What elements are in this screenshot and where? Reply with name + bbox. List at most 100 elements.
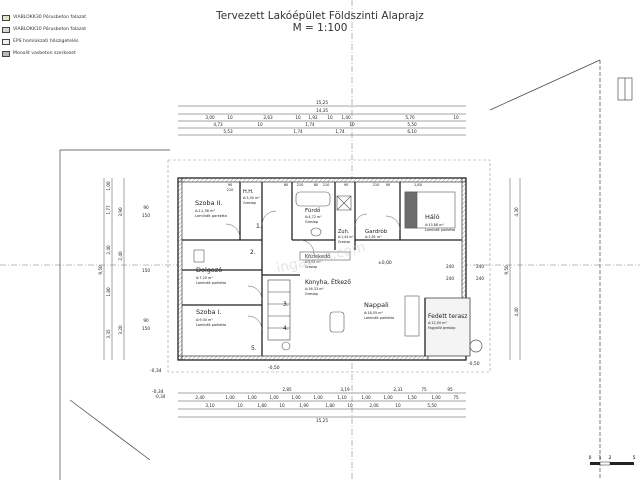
room-floor: Greslap — [305, 292, 318, 296]
room-floor: Greslap — [305, 265, 317, 269]
dim-left-part-1: 1,00 — [106, 181, 111, 191]
room-name: Konyha, Étkező — [305, 278, 351, 286]
dim-bottom-row3-4: 10 — [279, 403, 285, 408]
dim-bottom-row2-6: 1,00 — [313, 395, 323, 400]
legend-item-2: VIABLOKK10 Pórusbeton falazat — [2, 24, 86, 36]
dim-bottom-row2-8: 1,00 — [361, 395, 371, 400]
dim-bottom-row3-6: 1,80 — [325, 403, 335, 408]
desk-icon — [193, 249, 205, 263]
scale-bar: 0 1 2 5 — [589, 455, 636, 466]
room-hh: H.H. A:3,00 m² Greslap — [243, 189, 260, 205]
dim-left-part-4: 1,80 — [106, 287, 111, 297]
dim-left-mark-4: 90 — [143, 318, 149, 323]
wall-north — [177, 177, 467, 183]
door-gardrob-icon — [354, 213, 368, 227]
bathtub-icon — [295, 191, 331, 207]
stair-block — [267, 279, 291, 341]
stair-number-1: 1. — [256, 223, 262, 230]
dim-right-outer: 9,50 — [504, 265, 509, 275]
dim-top-row5-2: 1,74 — [293, 129, 303, 134]
room-name: H.H. — [243, 189, 254, 195]
dim-bottom-row1-5: 75 — [421, 387, 427, 392]
dim-bottom-row1-4: 2,31 — [393, 387, 403, 392]
dim-text-bottom: -0,34 2,85 3,19 2,31 75 95 2,40 1,00 1,0… — [155, 387, 459, 423]
room-gardrob: Gardrób A:2,81 m² — [365, 228, 388, 239]
scale-bar-seg-1 — [590, 462, 600, 465]
dim-top-total: 15,25 — [316, 100, 328, 105]
room-szoba-1: Szoba I. A:9,00 m² Laminált parketta — [196, 308, 226, 327]
dim-left-mark-2: 150 — [142, 213, 150, 218]
scale-bar-seg-2 — [599, 461, 611, 466]
room-name: Közlekedő — [305, 254, 330, 260]
room-floor: Laminált parketta — [195, 214, 227, 218]
dim-bottom-row3-5: 1,90 — [299, 403, 309, 408]
plan-title: Tervezett Lakóépület Földszinti Alaprajz — [216, 10, 424, 22]
room-area: A:4,72 m² — [305, 215, 322, 219]
dim-top-row3-4: 10 — [295, 115, 301, 120]
exterior-walls — [177, 177, 467, 361]
dim-bottom-row1-2: 2,85 — [282, 387, 292, 392]
dim-top-row4-3: 1,74 — [305, 122, 315, 127]
legend-item-3: EPS homlokzati hőszigetelés — [2, 36, 86, 48]
room-area: A:16,33 m² — [305, 287, 324, 291]
stair-number-2: 2. — [250, 249, 256, 256]
dim-bottom-row3-9: 10 — [395, 403, 401, 408]
shower-tray-icon — [336, 195, 352, 211]
terrace — [424, 297, 483, 357]
room-area: A:3,00 m² — [243, 196, 260, 200]
dim-top-row4-5: 5,50 — [407, 122, 417, 127]
dim-top-row3-9: 10 — [453, 115, 459, 120]
site-boundary — [59, 59, 601, 480]
room-floor: Laminált parketta — [364, 316, 394, 320]
dim-left-part-2: 1,77 — [106, 205, 111, 215]
dim-top-row3-7: 1,40 — [341, 115, 351, 120]
dim-text-openings: 90 210 80 210 80 210 90 210 90 1,80 — [227, 183, 423, 192]
scale-label-2: 2 — [609, 455, 612, 461]
room-floor: Laminált parketta — [196, 323, 226, 327]
dim-left-inner-2: 2,40 — [118, 251, 123, 261]
legend-label-2: VIABLOKK10 Pórusbeton falazat — [13, 27, 87, 32]
dimension-lines — [103, 105, 521, 418]
dim-bottom-row2-2: 1,00 — [225, 395, 235, 400]
dim-left-inner-3: 3,20 — [118, 325, 123, 335]
dim-bottom-row2-7: 1,10 — [337, 395, 347, 400]
room-area: A:13,88 m² — [425, 223, 444, 227]
room-area: A:1,44 m² — [338, 235, 354, 239]
stair-number-4: 4. — [283, 325, 289, 332]
site-line-top-right — [489, 59, 601, 111]
room-floor: Greslap — [305, 220, 318, 224]
opening-mark-7: 90 — [344, 183, 349, 187]
elevation-level-1: ±0,00 — [378, 260, 392, 266]
dim-bottom-row2-12: 75 — [453, 395, 459, 400]
room-name: Zuh. — [338, 229, 350, 235]
legend-label-1: VIABLOKK30 Pórusbeton falazat — [13, 15, 87, 20]
dim-left-mark-5: 150 — [142, 326, 150, 331]
opening-mark-3: 80 — [284, 183, 289, 187]
dim-top-row5-3: 1,74 — [335, 129, 345, 134]
dim-left-outer: 9,50 — [98, 265, 103, 275]
scale-label-1: 1 — [599, 455, 602, 461]
door-dolgozo-icon — [247, 285, 263, 301]
dim-bottom-row3-8: 2,06 — [369, 403, 379, 408]
wall-west — [177, 177, 183, 361]
room-kozlekedo: Közlekedő A:5,05 m² Greslap — [305, 254, 330, 269]
dim-bottom-row1-6: 95 — [447, 387, 453, 392]
dim-bottom-row2-5: 1,00 — [291, 395, 301, 400]
legend-item-4: Monolit vasbeton szerkezet — [2, 48, 86, 60]
room-area: A:9,00 m² — [196, 318, 213, 322]
dim-text-right: 9,50 4,30 4,40 240 240 240 240 — [446, 207, 519, 317]
dim-top-row3-6: 10 — [327, 115, 333, 120]
room-area: A:7,20 m² — [196, 276, 213, 280]
sofa-icon — [404, 295, 420, 337]
scale-label-5: 5 — [633, 455, 636, 461]
interior-walls — [182, 182, 462, 356]
room-name: Dolgozó — [196, 266, 222, 274]
opening-mark-5: 80 — [314, 183, 319, 187]
stair-numbers: 1. 2. 3. 4. 5. — [250, 223, 289, 352]
room-area: A:2,81 m² — [365, 235, 382, 239]
dim-bottom-row3-1: 3,10 — [205, 403, 215, 408]
opening-mark-8: 210 — [373, 183, 381, 187]
opening-mark-10: 1,80 — [414, 183, 423, 187]
dim-bottom-row3-3: 1,80 — [257, 403, 267, 408]
legend-label-4: Monolit vasbeton szerkezet — [13, 51, 76, 56]
